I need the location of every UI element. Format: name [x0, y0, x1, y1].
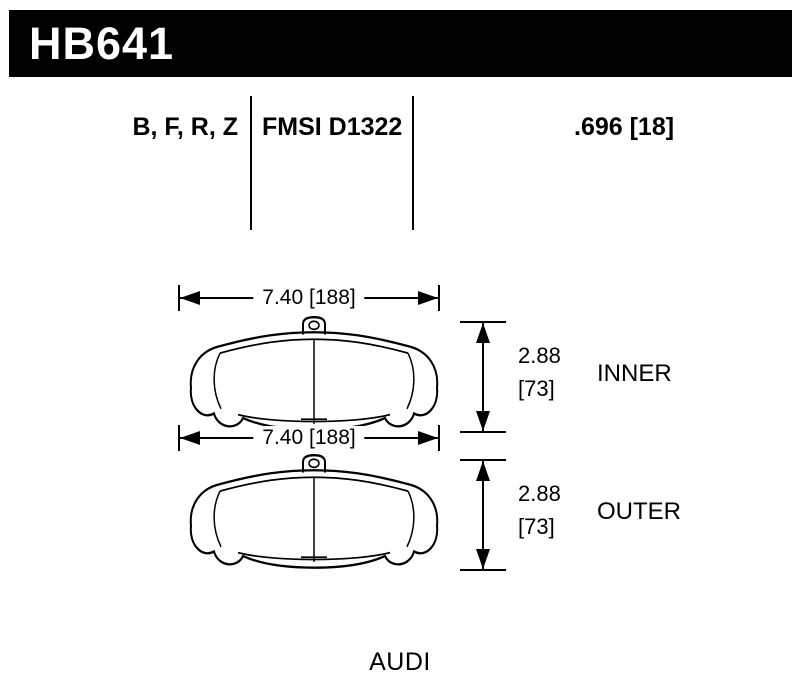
pad-thickness: .696 [18] [574, 113, 675, 141]
part-number-banner: HB641 [9, 10, 792, 77]
height-mm-inner: [73] [518, 376, 555, 401]
pad-position-label-outer: OUTER [597, 498, 681, 525]
width-dimension-label-inner: 7.40 [188] [253, 286, 365, 310]
height-inches-outer: 2.88 [518, 481, 561, 506]
left-arrowhead [180, 291, 200, 305]
up-arrowhead [476, 461, 490, 481]
width-dimension-inner: 7.40 [188] [178, 285, 440, 311]
width-dimension-outer: 7.40 [188] [178, 425, 440, 451]
separator-line-1 [250, 96, 252, 230]
height-mm-outer: [73] [518, 514, 555, 539]
width-dimension-label-outer: 7.40 [188] [253, 426, 365, 450]
down-arrowhead [476, 411, 490, 431]
height-dimension-outer [460, 458, 508, 572]
down-arrowhead [476, 549, 490, 569]
left-arrowhead [180, 431, 200, 445]
brake-pad-drawing-inner [189, 316, 439, 431]
right-arrowhead [418, 431, 438, 445]
height-dimension-inner [460, 320, 508, 434]
up-arrowhead [476, 323, 490, 343]
fmsi-number: FMSI D1322 [262, 113, 403, 141]
right-arrowhead [418, 291, 438, 305]
height-dimension-label-outer: 2.88 [73] [518, 477, 561, 543]
separator-line-2 [412, 96, 414, 230]
vertical-arrow-outer [460, 459, 506, 571]
pad-position-label-inner: INNER [597, 360, 672, 387]
vehicle-make: AUDI [369, 648, 431, 676]
height-inches-inner: 2.88 [518, 343, 561, 368]
brake-pad-drawing-outer [189, 454, 439, 569]
vertical-arrow-inner [460, 321, 506, 433]
height-dimension-label-inner: 2.88 [73] [518, 339, 561, 405]
compound-codes: B, F, R, Z [132, 113, 238, 141]
part-number: HB641 [29, 17, 175, 69]
